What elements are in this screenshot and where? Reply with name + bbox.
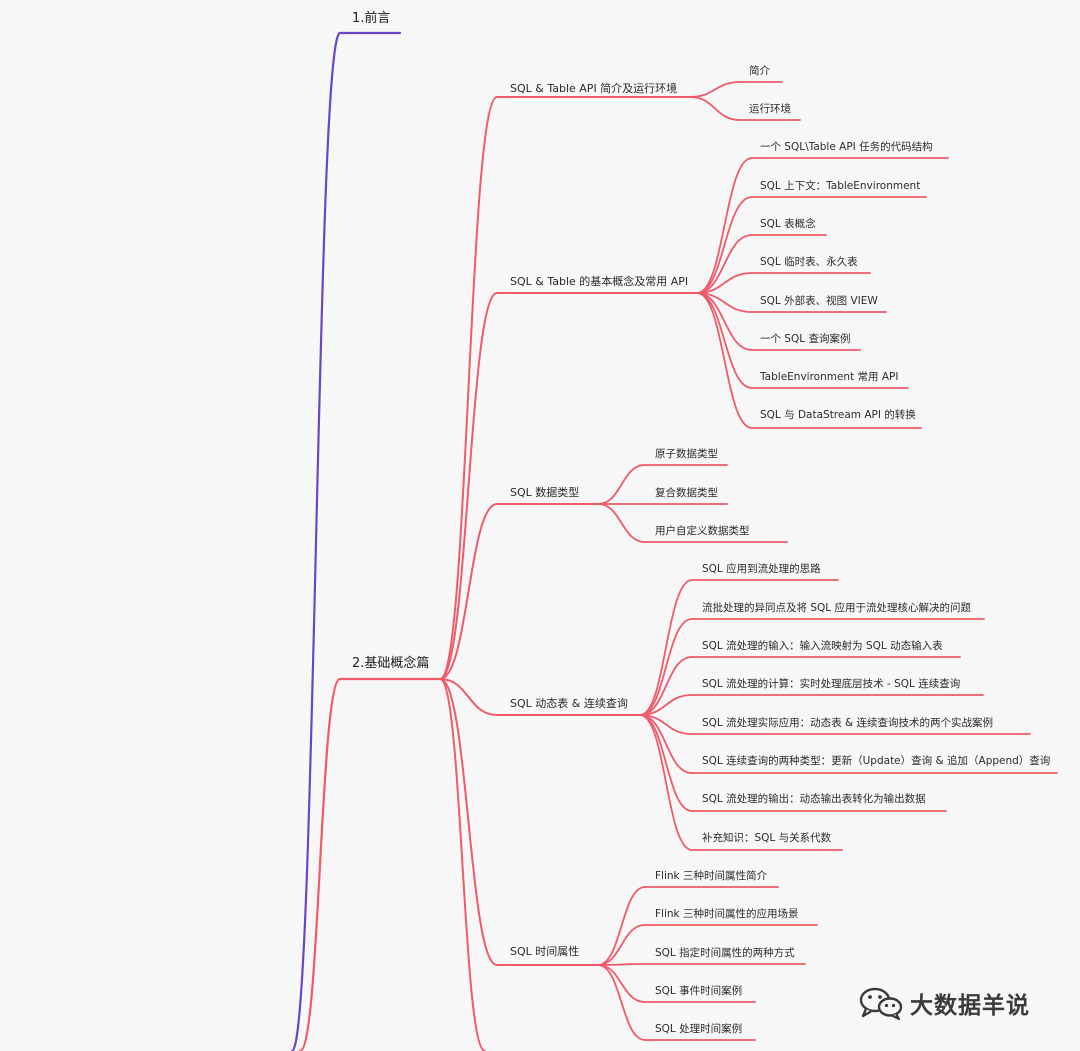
- edge-root-to-section-2: [298, 677, 342, 1051]
- edge-group-3-item-1: [597, 464, 646, 505]
- edge-group-4-item-8: [639, 714, 693, 851]
- group-2-item-4: SQL 临时表、永久表: [760, 256, 858, 268]
- edge-section-2-to-group-4: [439, 678, 498, 716]
- mindmap-edges: [290, 31, 1058, 1051]
- edge-section-2-to-group-3: [439, 503, 498, 680]
- group-2-item-6: 一个 SQL 查询案例: [760, 333, 851, 345]
- edge-section-2-to-group-5: [439, 678, 498, 966]
- watermark-text: 大数据羊说: [910, 993, 1030, 1019]
- edge-group-4-item-3: [639, 656, 693, 716]
- edge-group-3-item-3: [597, 503, 646, 543]
- edge-group-5-item-4: [597, 964, 646, 1003]
- group-2-item-2: SQL 上下文：TableEnvironment: [760, 180, 921, 192]
- group-5-label: SQL 时间属性: [510, 945, 580, 958]
- group-4-item-5: SQL 流处理实际应用：动态表 & 连续查询技术的两个实战案例: [702, 717, 993, 729]
- edge-group-2-item-2: [696, 196, 753, 294]
- edge-group-2-item-7: [696, 292, 753, 389]
- edge-group-2-item-1: [696, 157, 753, 294]
- edge-group-5-item-1: [597, 886, 646, 966]
- group-4-item-3: SQL 流处理的输入：输入流映射为 SQL 动态输入表: [702, 640, 943, 652]
- edge-section-2-to-group-2: [439, 292, 498, 680]
- watermark: 大数据羊说: [858, 986, 1030, 1020]
- group-1-item-1: 简介: [749, 65, 770, 77]
- section-2-label: 2.基础概念篇: [352, 656, 430, 671]
- edge-group-1-item-1: [689, 81, 741, 98]
- group-5-item-3: SQL 指定时间属性的两种方式: [655, 947, 795, 959]
- group-3-item-2: 复合数据类型: [655, 487, 718, 499]
- group-5-item-4: SQL 事件时间案例: [655, 985, 743, 997]
- edge-group-5-item-5: [597, 964, 646, 1041]
- group-3-item-1: 原子数据类型: [655, 448, 718, 460]
- group-4-item-2: 流批处理的异同点及将 SQL 应用于流处理核心解决的问题: [702, 602, 971, 614]
- edge-group-5-item-3: [597, 963, 646, 966]
- wechat-icon: [859, 987, 903, 1020]
- group-5-item-2: Flink 三种时间属性的应用场景: [655, 908, 799, 920]
- edge-root-to-section-1: [290, 31, 342, 1051]
- edge-section-2-to-next-group: [439, 678, 486, 1051]
- group-4-item-7: SQL 流处理的输出：动态输出表转化为输出数据: [702, 793, 926, 805]
- edge-group-4-item-2: [639, 618, 693, 716]
- group-5-item-1: Flink 三种时间属性简介: [655, 870, 767, 882]
- group-2-item-1: 一个 SQL\Table API 任务的代码结构: [760, 141, 933, 153]
- edge-group-4-item-4: [639, 694, 693, 716]
- edge-group-4-item-7: [639, 714, 693, 812]
- group-4-item-8: 补充知识：SQL 与关系代数: [702, 832, 832, 844]
- group-3-label: SQL 数据类型: [510, 486, 580, 499]
- group-4-item-1: SQL 应用到流处理的思路: [702, 563, 821, 575]
- edge-group-5-item-2: [597, 924, 646, 966]
- edge-group-2-item-3: [696, 234, 753, 294]
- edge-group-2-item-8: [696, 292, 753, 429]
- group-2-item-5: SQL 外部表、视图 VIEW: [760, 295, 878, 307]
- group-1-item-2: 运行环境: [749, 103, 791, 115]
- group-4-item-4: SQL 流处理的计算：实时处理底层技术 - SQL 连续查询: [702, 678, 961, 690]
- group-2-label: SQL & Table 的基本概念及常用 API: [510, 275, 689, 288]
- group-3-item-3: 用户自定义数据类型: [655, 525, 750, 537]
- group-1-label: SQL & Table API 简介及运行环境: [510, 82, 678, 95]
- group-4-item-6: SQL 连续查询的两种类型：更新（Update）查询 & 追加（Append）查…: [702, 755, 1051, 767]
- group-2-item-8: SQL 与 DataStream API 的转换: [760, 409, 916, 421]
- group-4-label: SQL 动态表 & 连续查询: [510, 697, 628, 710]
- group-2-item-3: SQL 表概念: [760, 218, 816, 230]
- group-5-item-5: SQL 处理时间案例: [655, 1023, 743, 1035]
- edge-section-2-to-group-1: [439, 96, 498, 680]
- section-1-label: 1.前言: [352, 11, 391, 26]
- edge-group-2-item-4: [696, 272, 753, 294]
- group-2-item-7: TableEnvironment 常用 API: [760, 371, 899, 383]
- edge-group-4-item-1: [639, 579, 693, 716]
- edge-group-1-item-2: [689, 96, 741, 121]
